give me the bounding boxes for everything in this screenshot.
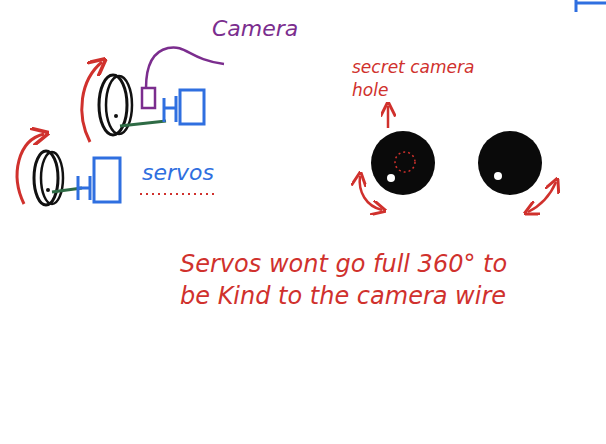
eye-right bbox=[478, 131, 556, 212]
hole-label: secret camera hole bbox=[352, 56, 487, 102]
dotted-line bbox=[140, 193, 214, 195]
servo-label: servos bbox=[142, 158, 242, 188]
corner-mark bbox=[576, 0, 606, 12]
eye-left bbox=[360, 106, 435, 210]
upper-wheel-assembly bbox=[82, 47, 224, 142]
lower-wheel-assembly bbox=[17, 134, 120, 205]
camera-label: Camera bbox=[212, 14, 322, 44]
note-text: Servos wont go full 360° to be Kind to t… bbox=[180, 248, 520, 313]
